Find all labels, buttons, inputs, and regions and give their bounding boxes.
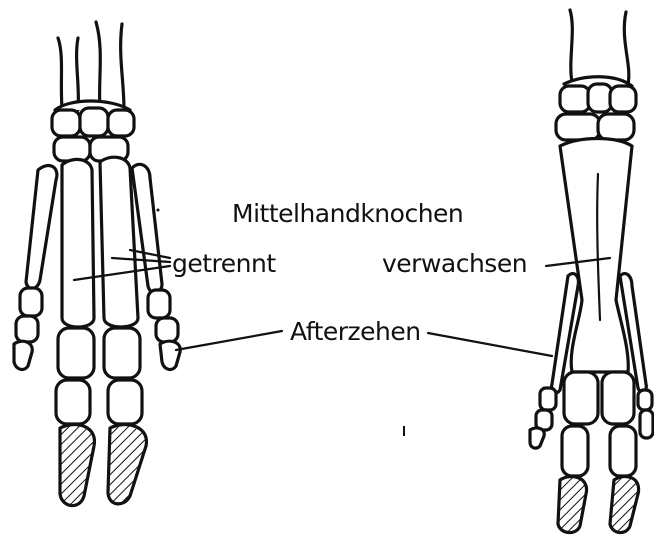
right-toe-2-phalanx-1 [602,372,634,424]
label-mittelhandknochen: Mittelhandknochen [232,199,463,228]
left-toe-1-phalanx-1 [58,328,94,378]
left-toe-2-phalanx-1 [104,328,140,378]
left-foot-skeleton [14,22,180,506]
right-carpal-4 [556,114,600,140]
afterzehen-leader-right [428,333,552,356]
left-forearm-bone-1 [58,38,78,110]
left-dewclaw-right-3 [160,341,180,369]
left-hoof-2 [108,425,146,504]
right-forearm-bone [570,10,629,84]
right-foot-skeleton [530,10,653,533]
speck [157,209,160,212]
left-toe-1-phalanx-2 [56,380,90,424]
right-carpal-5 [598,114,634,140]
left-forearm-bone-2 [96,22,124,110]
right-toe-2-phalanx-2 [610,426,636,476]
left-carpal-4 [54,137,90,161]
right-toe-1-phalanx-1 [564,372,598,424]
left-carpal-1 [52,110,80,136]
right-dewclaw-right-1 [638,390,652,410]
label-verwachsen: verwachsen [382,249,527,278]
left-hoof-1 [60,425,94,506]
label-getrennt: getrennt [172,249,276,278]
right-hoof-2 [610,476,639,532]
left-carpal-3 [108,110,134,136]
left-dewclaw-right-1 [148,290,170,318]
right-hoof-1 [558,476,587,532]
right-dewclaw-right-2 [640,410,653,438]
left-dewclaw-left-3 [14,341,32,369]
left-toe-2-phalanx-2 [108,380,142,424]
right-dewclaw-left-3 [530,428,544,448]
left-dewclaw-right-2 [156,318,178,342]
left-main-metacarpal-2 [100,157,138,327]
left-outer-metacarpal-left [26,165,57,288]
right-dewclaw-left-1 [540,388,556,410]
left-main-metacarpal-1 [62,159,94,327]
left-carpal-2 [80,108,108,136]
label-afterzehen: Afterzehen [290,317,421,346]
right-carpal-1 [560,86,590,112]
afterzehen-leader-left [176,331,282,350]
right-toe-1-phalanx-2 [562,426,588,476]
right-carpal-3 [610,86,636,112]
left-dewclaw-left-1 [20,288,42,316]
left-dewclaw-left-2 [16,316,38,342]
